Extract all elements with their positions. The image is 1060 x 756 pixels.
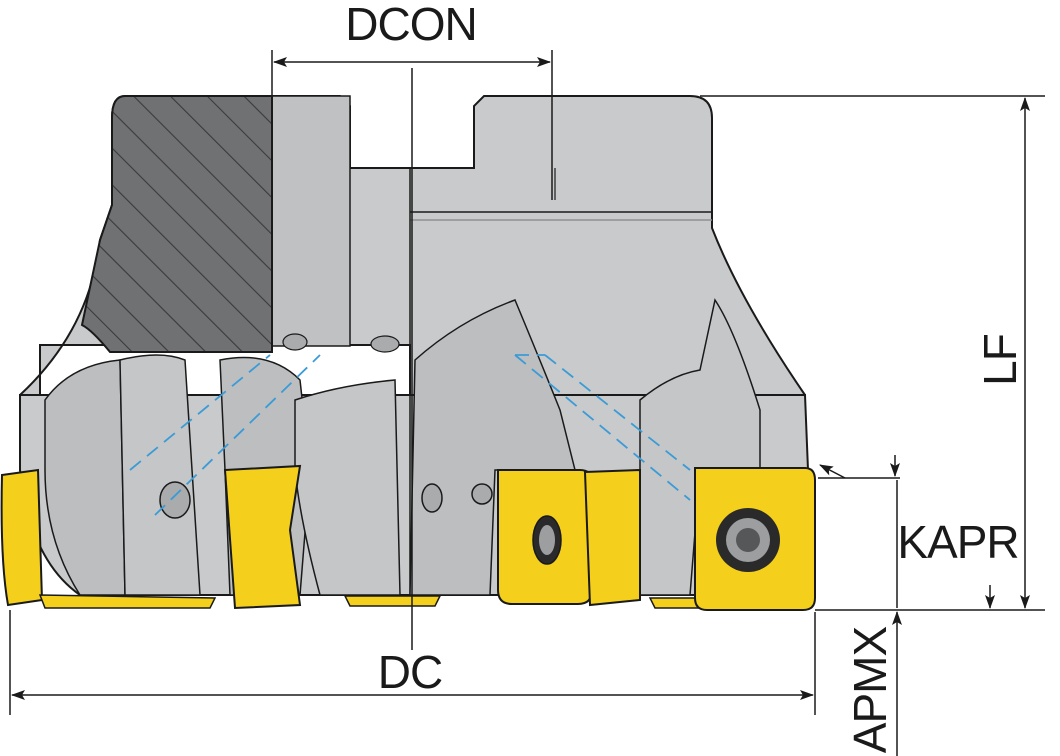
chip-pocket-6 [639, 298, 761, 596]
section-hatch [80, 95, 273, 353]
lf-label: LF [974, 334, 1026, 386]
coolant-hole-1 [159, 481, 191, 519]
chip-pocket-2 [119, 354, 201, 596]
cutter-body [19, 95, 810, 596]
coolant-hole-5 [370, 335, 400, 353]
dim-kapr: KAPR [818, 455, 1020, 609]
insert-4 [583, 468, 641, 607]
coolant-hole-4 [282, 333, 308, 351]
apmx-label: APMX [844, 627, 896, 754]
insert-left [0, 468, 44, 607]
torx-screw-icon [532, 508, 780, 572]
dim-dc: DC [9, 610, 816, 715]
chip-pocket-4 [294, 379, 401, 596]
key-slot-shadow [271, 95, 351, 347]
coolant-channels [129, 354, 691, 516]
dim-apmx: APMX [844, 480, 902, 756]
dcon-label: DCON [345, 0, 476, 50]
dim-lf: LF [700, 95, 1045, 611]
coolant-hole-3 [471, 483, 493, 505]
chip-pocket-5 [409, 299, 576, 596]
insert-left-bottom [38, 594, 217, 609]
kapr-label: KAPR [897, 516, 1018, 568]
insert-bottom-mid [343, 595, 442, 607]
inserts [0, 464, 816, 611]
dim-dcon: DCON [271, 0, 553, 200]
insert-2 [223, 464, 302, 610]
dc-label: DC [378, 646, 442, 698]
coolant-hole-2 [421, 483, 443, 513]
